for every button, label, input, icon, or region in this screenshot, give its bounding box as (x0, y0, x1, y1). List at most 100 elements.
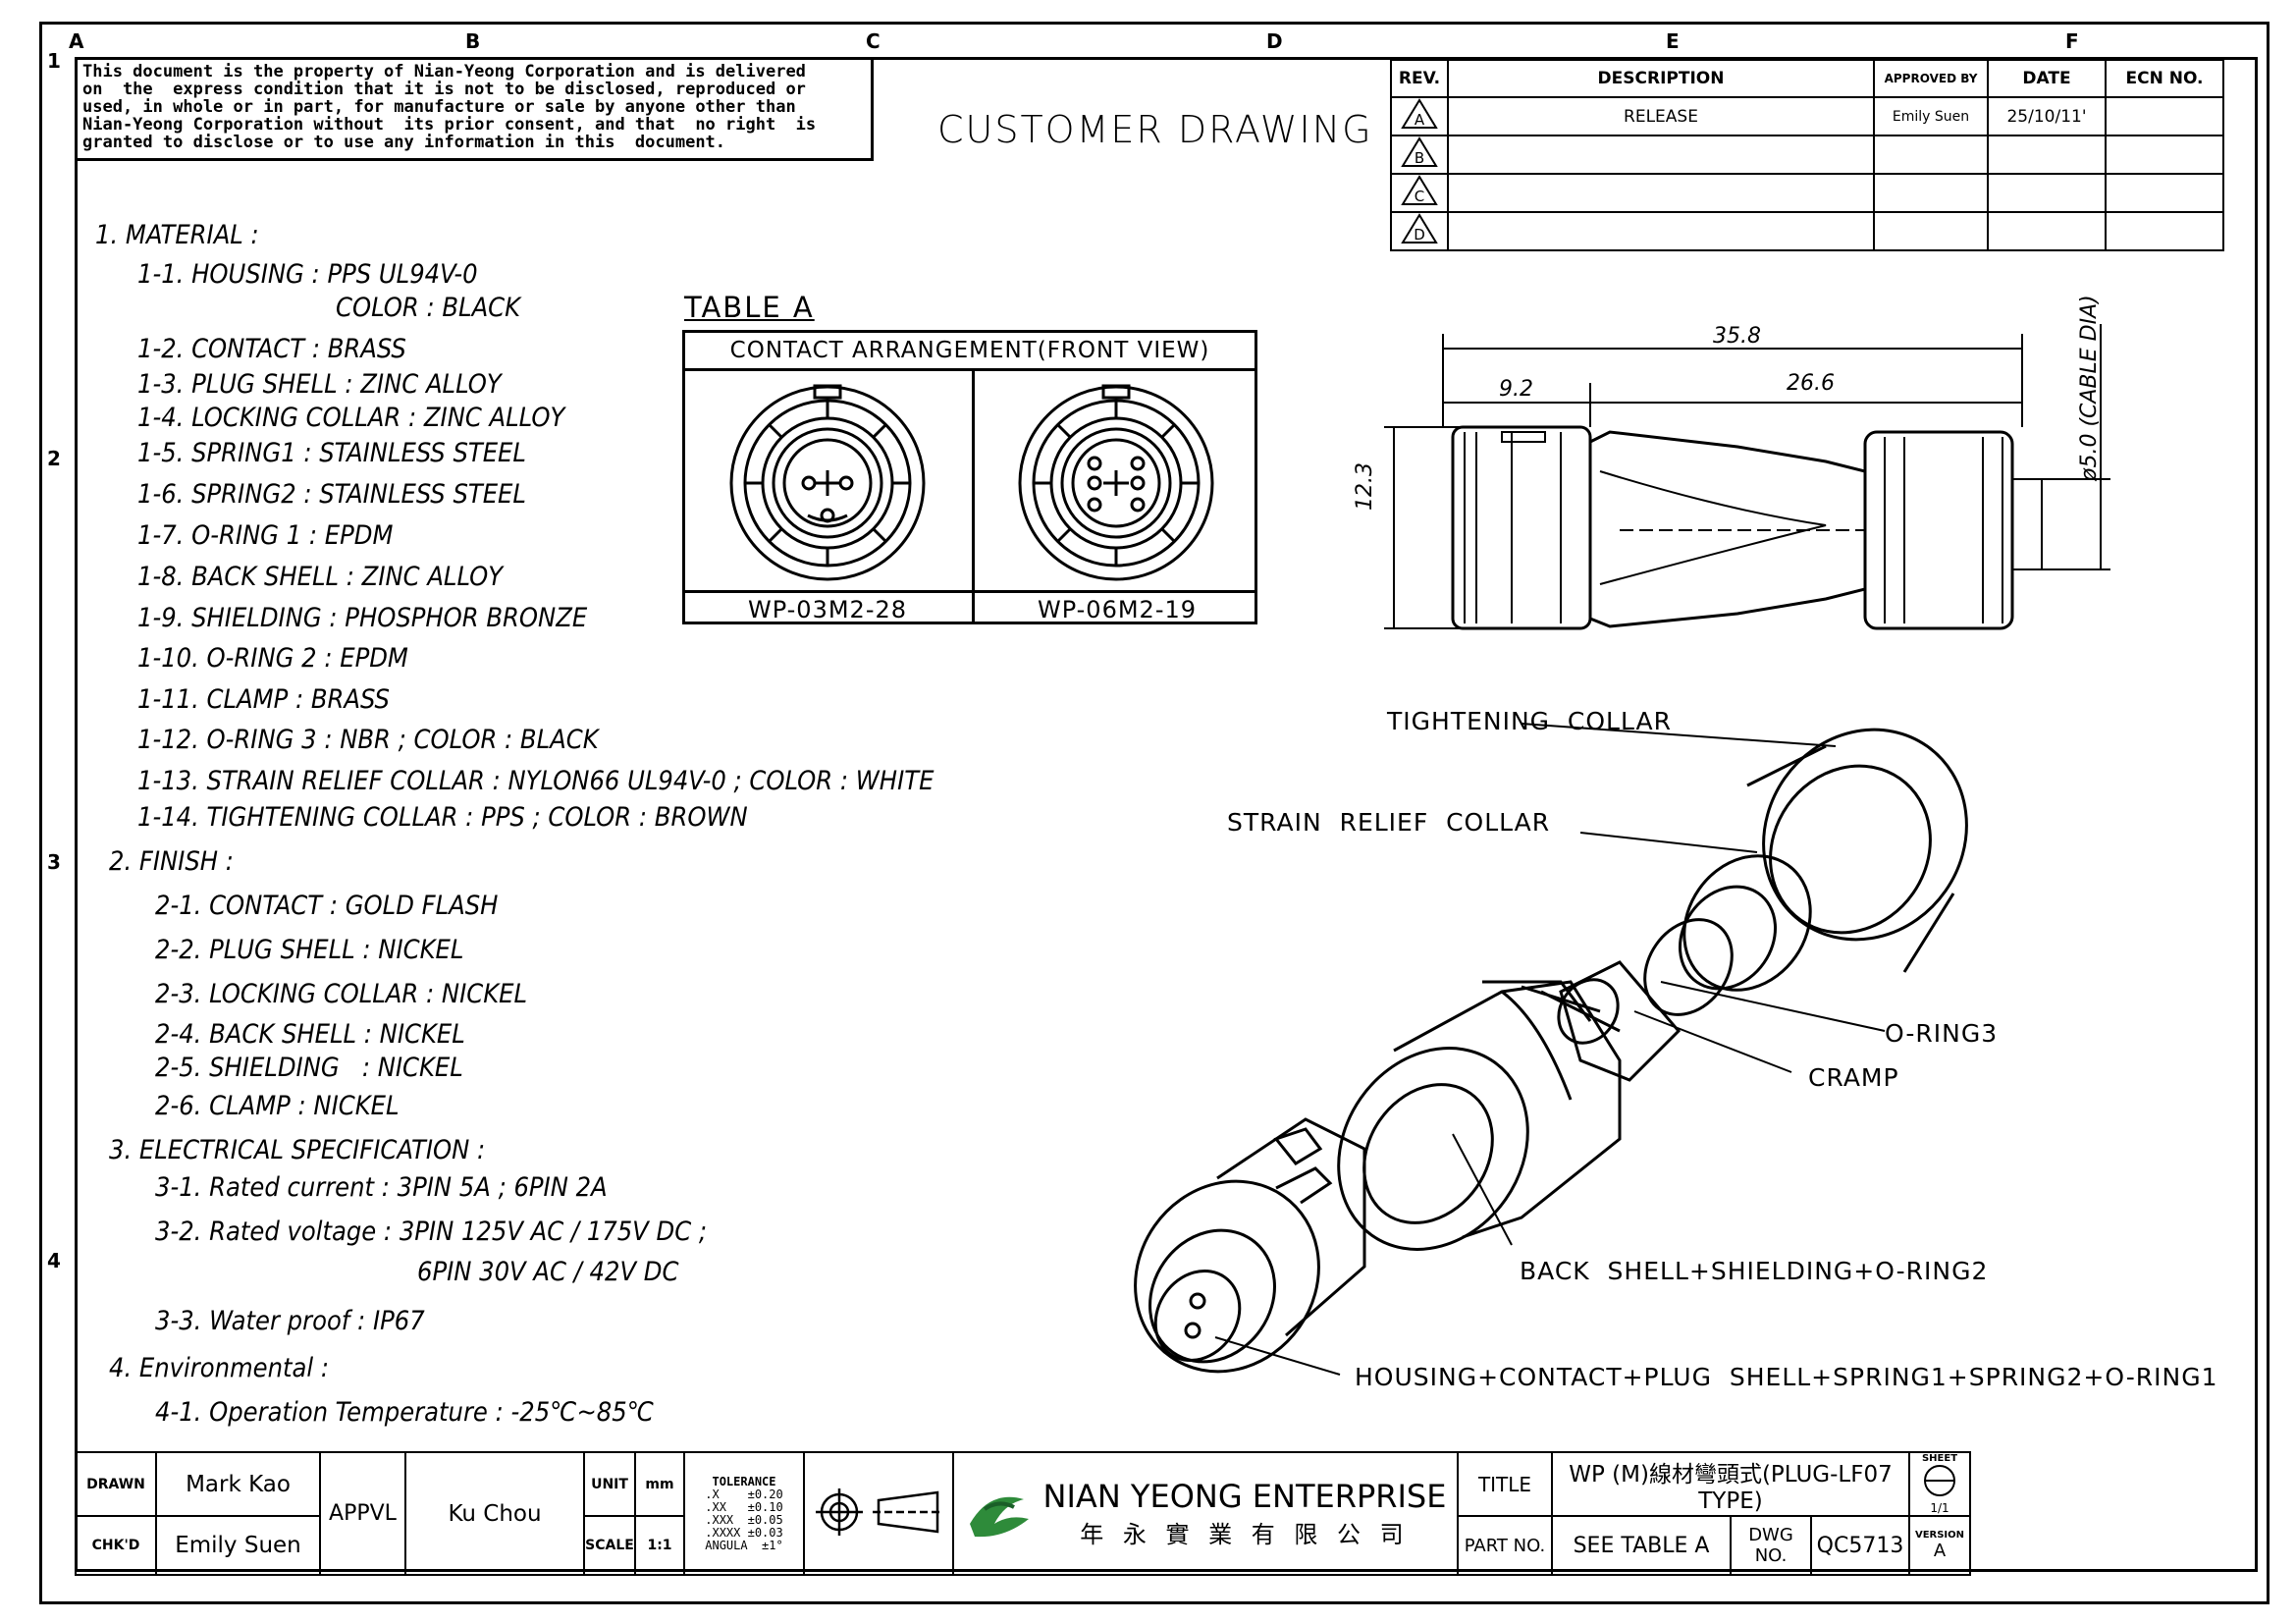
rev-b-ecn (2105, 135, 2224, 175)
callout-strain-relief: STRAIN RELIEF COLLAR (1227, 808, 1551, 837)
appvl-name: Ku Chou (404, 1451, 585, 1576)
projection-symbol-cell (803, 1451, 954, 1576)
rev-b-date (1987, 135, 2107, 175)
callout-housing: HOUSING+CONTACT+PLUG SHELL+SPRING1+SPRIN… (1355, 1363, 2218, 1391)
zone-col-f: F (2065, 29, 2079, 53)
company-cell: NIAN YEONG ENTERPRISE 年 永 實 業 有 限 公 司 (952, 1451, 1459, 1576)
unit-value: mm (634, 1451, 685, 1517)
rev-c-date (1987, 173, 2107, 213)
spec-section-environmental: 4. Environmental : (109, 1353, 330, 1383)
spec-line: 1-13. STRAIN RELIEF COLLAR : NYLON66 UL9… (137, 766, 934, 796)
exploded-view-drawing (1134, 723, 1968, 1376)
spec-line: 1-14. TIGHTENING COLLAR : PPS ; COLOR : … (137, 802, 748, 833)
spec-line: 1-6. SPRING2 : STAINLESS STEEL (137, 479, 526, 510)
rev-row: A RELEASE Emily Suen 25/10/11' (1390, 96, 2224, 136)
dim-front: 9.2 (1499, 377, 1533, 402)
tolerance-line: .XX ±0.10 (705, 1499, 783, 1514)
callout-back-shell: BACK SHELL+SHIELDING+O-RING2 (1520, 1257, 1989, 1285)
company-name-en: NIAN YEONG ENTERPRISE (1042, 1478, 1447, 1515)
zone-col-a: A (69, 29, 84, 53)
rev-a-description: RELEASE (1447, 96, 1875, 136)
spec-line: 3-2. Rated voltage : 3PIN 125V AC / 175V… (155, 1217, 708, 1247)
tolerance-block: TOLERANCE .X ±0.20 .XX ±0.10 .XXX ±0.05 … (683, 1451, 805, 1576)
rev-header-rev: REV. (1390, 59, 1449, 98)
unit-label: UNIT (583, 1451, 636, 1517)
zone-row-4: 4 (47, 1249, 61, 1272)
zone-row-2: 2 (47, 447, 61, 470)
rev-c-description (1447, 173, 1875, 213)
spec-line: 1-5. SPRING1 : STAINLESS STEEL (137, 438, 526, 468)
rev-c-letter: C (1415, 188, 1424, 205)
rev-b-description (1447, 135, 1875, 175)
part-label: PART NO. (1457, 1515, 1553, 1576)
rev-triangle: A (1390, 96, 1449, 136)
spec-line: 1-2. CONTACT : BRASS (137, 334, 406, 364)
callout-o-ring3: O-RING3 (1885, 1019, 1999, 1048)
company-name-zh: 年 永 實 業 有 限 公 司 (1080, 1521, 1410, 1548)
table-a-divider (972, 368, 975, 624)
zone-col-d: D (1266, 29, 1283, 53)
company-logo-icon (969, 1496, 1029, 1537)
rev-d-ecn (2105, 211, 2224, 251)
callout-tightening-collar: TIGHTENING COLLAR (1387, 707, 1672, 735)
spec-line: 2-1. CONTACT : GOLD FLASH (155, 891, 499, 921)
spec-section-material: 1. MATERIAL : (95, 220, 259, 250)
rev-a-approved: Emily Suen (1873, 96, 1989, 136)
version-label: VERSION (1914, 1530, 1965, 1541)
contact-6pin-icon (1018, 384, 1214, 581)
tolerance-line: .XXXX ±0.03 (705, 1525, 783, 1540)
spec-line: 1-3. PLUG SHELL : ZINC ALLOY (137, 369, 502, 400)
title-value: WP (M)線材彎頭式(PLUG-LF07 TYPE) (1551, 1451, 1910, 1517)
dim-overall: 35.8 (1713, 324, 1761, 349)
rev-a-ecn (2105, 96, 2224, 136)
outer-border (39, 22, 2269, 1604)
contact-3pin-icon (729, 384, 926, 581)
spec-line: 2-2. PLUG SHELL : NICKEL (155, 935, 464, 965)
rev-a-date: 25/10/11' (1987, 96, 2107, 136)
drawn-name: Mark Kao (155, 1451, 321, 1517)
table-a-right-label: WP-06M2-19 (1037, 596, 1198, 623)
zone-col-b: B (465, 29, 481, 53)
table-a: CONTACT ARRANGEMENT(FRONT VIEW) (682, 330, 1257, 624)
rev-row: D (1390, 211, 2224, 251)
third-angle-projection-icon (816, 1488, 943, 1536)
rev-d-triangle-icon: D (1401, 213, 1438, 243)
rev-b-letter: B (1415, 149, 1424, 167)
rev-header-ecn: ECN NO. (2105, 59, 2224, 98)
rev-b-approved (1873, 135, 1989, 175)
spec-line: 4-1. Operation Temperature : -25℃~85℃ (155, 1397, 655, 1428)
tolerance-line: ANGULA ±1° (705, 1538, 783, 1552)
spec-line: COLOR : BLACK (336, 293, 521, 323)
tolerance-line: .XXX ±0.05 (705, 1512, 783, 1527)
sheet-label: SHEET (1921, 1453, 1958, 1464)
scale-value: 1:1 (634, 1515, 685, 1576)
rev-row: C (1390, 173, 2224, 213)
version-value: A (1933, 1541, 1947, 1561)
chkd-name: Emily Suen (155, 1515, 321, 1576)
spec-line: 3-3. Water proof : IP67 (155, 1306, 425, 1336)
rev-b-triangle-icon: B (1401, 136, 1438, 167)
sheet-value: 1/1 (1930, 1501, 1949, 1515)
callout-cramp: CRAMP (1808, 1063, 1899, 1092)
zone-row-3: 3 (47, 850, 61, 874)
tolerance-line: .X ±0.20 (705, 1487, 783, 1501)
spec-line: 2-4. BACK SHELL : NICKEL (155, 1019, 465, 1050)
rev-c-ecn (2105, 173, 2224, 213)
spec-line: 1-10. O-RING 2 : EPDM (137, 643, 408, 674)
rev-c-approved (1873, 173, 1989, 213)
tolerance-label: TOLERANCE (712, 1474, 776, 1488)
dwg-value: QC5713 (1810, 1515, 1910, 1576)
table-a-left-label: WP-03M2-28 (747, 596, 908, 623)
rev-c-triangle-icon: C (1401, 175, 1438, 205)
title-block: DRAWN Mark Kao APPVL Ku Chou UNIT mm TOL… (75, 1451, 1971, 1576)
spec-section-electrical: 3. ELECTRICAL SPECIFICATION : (109, 1135, 486, 1165)
revision-table: REV. DESCRIPTION APPROVED BY DATE ECN NO… (1390, 59, 2224, 251)
sheet-cell: SHEET 1/1 (1908, 1451, 1971, 1517)
table-a-footer-line (685, 590, 1255, 593)
zone-row-1: 1 (47, 49, 61, 73)
spec-line: 1-11. CLAMP : BRASS (137, 684, 390, 715)
spec-line: 2-3. LOCKING COLLAR : NICKEL (155, 979, 527, 1009)
spec-line: 1-8. BACK SHELL : ZINC ALLOY (137, 562, 504, 592)
rev-header-description: DESCRIPTION (1447, 59, 1875, 98)
chkd-label: CHK'D (75, 1515, 157, 1576)
